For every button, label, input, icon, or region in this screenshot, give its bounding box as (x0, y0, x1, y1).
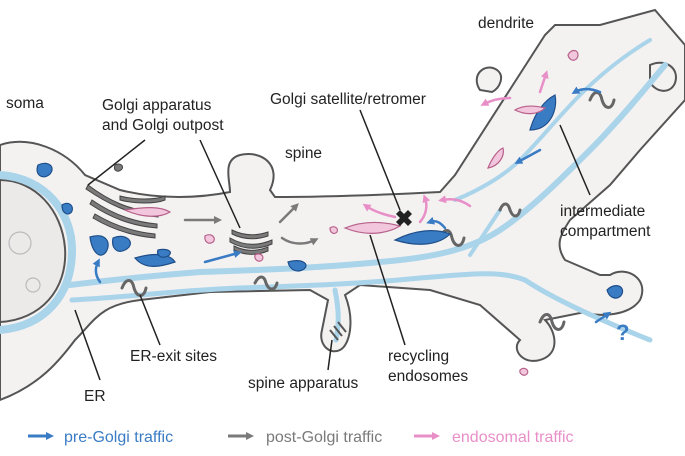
er-exit-site-2 (253, 275, 279, 291)
label-intermediate-line1: intermediate (560, 203, 645, 220)
labels: soma dendrite spine Golgi apparatus and … (6, 15, 651, 405)
label-golgi-line2: and Golgi outpost (102, 117, 224, 134)
label-golgi-line1: Golgi apparatus (102, 97, 212, 114)
leader-spine-apparatus (327, 339, 333, 371)
er-tubule-upper (453, 38, 652, 202)
spine-apparatus (329, 321, 347, 341)
soma-membrane (0, 8, 685, 402)
label-er: ER (84, 388, 106, 405)
er-network (0, 38, 668, 343)
er-tubule-lower (69, 271, 653, 343)
pre-golgi-vesicle-7 (287, 260, 307, 272)
endosomal-arrow-3 (438, 195, 472, 208)
er-exit-site-6 (498, 202, 522, 218)
pre-golgi-arrows (92, 86, 612, 324)
pre-golgi-vesicle-1 (36, 162, 53, 178)
endosomal-arrows (362, 70, 549, 224)
endosome-3 (254, 253, 264, 262)
label-question: ? (616, 320, 629, 345)
nucleolus-2 (25, 277, 41, 293)
endosomal-arrow-1 (362, 203, 397, 219)
pre-golgi-vesicle-4 (112, 235, 131, 252)
endosomal-arrow-4 (480, 96, 512, 106)
golgi-satellite (396, 210, 412, 226)
er-exit-sites (120, 91, 616, 331)
golgi-cisterna-4 (119, 195, 166, 204)
golgi-outpost-1 (231, 229, 269, 240)
er-exit-site-4 (588, 91, 616, 109)
pre-golgi-vesicle-2 (61, 202, 73, 215)
pre-golgi-compartments (36, 94, 624, 299)
endosome-6 (513, 105, 547, 115)
golgi-outpost-2 (229, 237, 273, 249)
label-spine-apparatus: spine apparatus (248, 375, 359, 392)
leader-intermediate (559, 124, 591, 196)
dendrite-spine-top (475, 66, 503, 94)
label-recycling-line2: endosomes (388, 368, 468, 385)
nuclear-envelope-er (0, 171, 77, 334)
pre-golgi-vesicle-8 (393, 230, 452, 245)
legend-label-pre-golgi: pre-Golgi traffic (64, 429, 173, 446)
post-golgi-arrow-2 (278, 203, 299, 224)
pre-golgi-arrow-4 (514, 148, 542, 164)
legend-item-pre-golgi: pre-Golgi traffic (28, 429, 173, 446)
leader-er-exit (139, 294, 161, 346)
er-tubule-main (67, 62, 668, 288)
pre-golgi-arrow-6 (594, 311, 612, 324)
cell-body (0, 8, 685, 402)
leader-lines (74, 109, 591, 381)
legend-item-post-golgi: post-Golgi traffic (228, 429, 382, 446)
pre-golgi-vesicle-3 (89, 235, 109, 256)
er-branch-right (468, 208, 502, 257)
leader-golgi-apparatus (87, 139, 146, 186)
nucleolus-1 (8, 231, 32, 255)
pre-golgi-vesicle-6 (157, 248, 171, 258)
label-spine: spine (285, 145, 322, 162)
er-exit-site-1 (120, 279, 148, 297)
spine-apparatus-stack (329, 321, 347, 341)
golgi-cisterna-3 (92, 213, 156, 239)
legend-label-post-golgi: post-Golgi traffic (266, 429, 382, 446)
pre-golgi-arrow-5 (571, 86, 602, 94)
post-golgi-arrow-3 (280, 236, 319, 246)
pre-golgi-arrow-2 (203, 250, 242, 264)
golgi-satellite-body (396, 210, 412, 226)
endosomal-arrow-5 (538, 70, 549, 94)
endosome-1 (122, 207, 172, 217)
label-recycling-line1: recycling (388, 348, 449, 365)
endosome-8 (519, 367, 529, 376)
er-exit-site-5 (538, 313, 566, 331)
golgi-vesicle-small (114, 163, 124, 172)
pre-golgi-arrow-3 (426, 216, 447, 230)
post-golgi-arrows (183, 203, 319, 246)
endosome-7 (567, 49, 579, 61)
endosome-5 (487, 147, 504, 169)
label-golgi-satellite: Golgi satellite/retromer (270, 91, 426, 108)
golgi-cisterna-2 (89, 199, 158, 229)
endosome-4 (329, 226, 339, 234)
leader-golgi-satellite (359, 109, 401, 211)
label-intermediate-line2: compartment (560, 223, 651, 240)
nucleus (0, 178, 67, 324)
label-dendrite: dendrite (478, 15, 534, 32)
pre-golgi-vesicle-10 (606, 285, 624, 299)
legend-label-endosomal: endosomal traffic (452, 429, 574, 446)
endosome-2 (204, 234, 215, 244)
leader-golgi-outpost (199, 139, 241, 229)
pre-golgi-arrow-1 (92, 258, 102, 284)
pre-golgi-vesicle-9 (529, 94, 557, 131)
leader-recycling (369, 234, 406, 346)
legend-item-endosomal: endosomal traffic (414, 429, 574, 446)
endosomal-arrow-2 (418, 194, 431, 224)
endosomes (122, 49, 579, 376)
legend: pre-Golgi traffic post-Golgi traffic end… (28, 429, 574, 446)
leader-er (74, 309, 101, 381)
label-soma: soma (6, 95, 44, 112)
label-er-exit: ER-exit sites (130, 348, 217, 365)
er-branch-spine (332, 287, 341, 343)
